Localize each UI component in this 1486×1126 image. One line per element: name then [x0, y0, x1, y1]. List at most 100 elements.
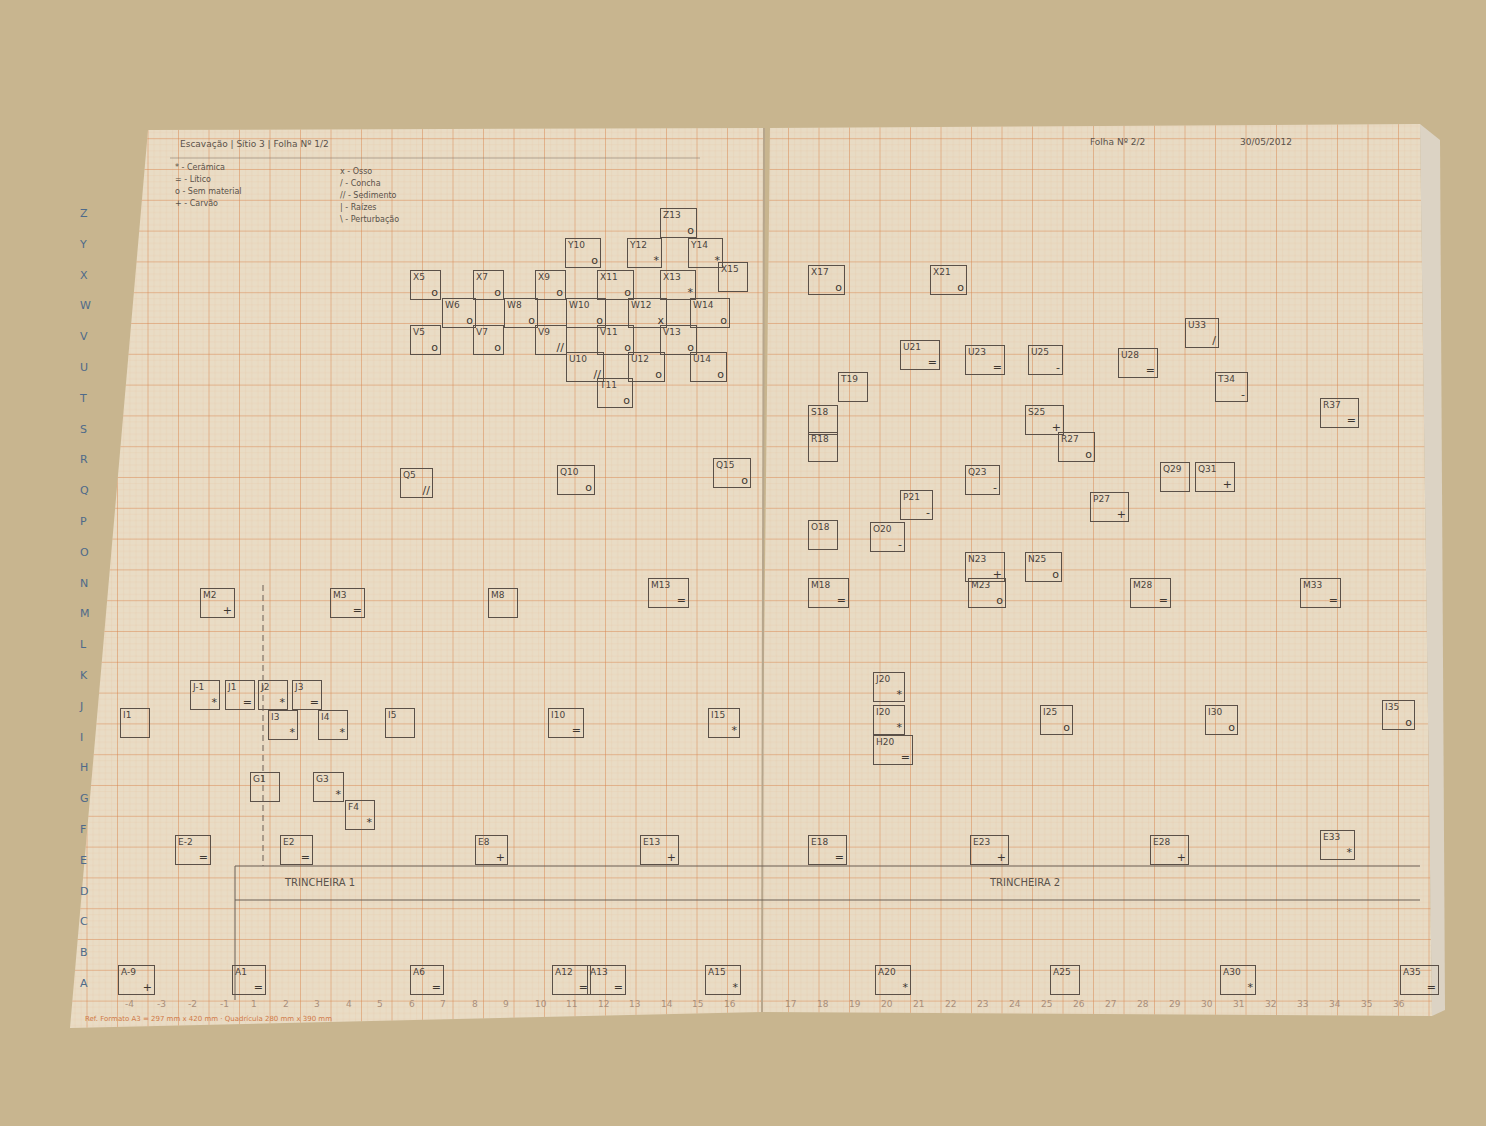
grid-square: W10o — [566, 298, 606, 328]
grid-square: P21- — [900, 490, 933, 520]
square-label: A35 — [1403, 968, 1421, 977]
column-number: 28 — [1137, 1000, 1148, 1010]
find-symbol: - — [926, 507, 930, 518]
grid-square: Q10 o — [557, 465, 595, 495]
find-symbol: o — [1228, 722, 1235, 733]
square-label: X17 — [811, 268, 829, 277]
grid-square: U28= — [1118, 348, 1158, 378]
square-label: N23 — [968, 555, 986, 564]
row-letter: U — [80, 362, 88, 374]
column-number: 1 — [251, 1000, 257, 1010]
row-letter: K — [80, 670, 87, 682]
grid-square: A15* — [705, 965, 741, 995]
header-rule — [170, 158, 700, 159]
square-label: X11 — [600, 273, 618, 282]
square-label: Q29 — [1163, 465, 1182, 474]
grid-square: A13= — [587, 965, 626, 995]
grid-square: V5o — [410, 325, 441, 355]
square-label: N25 — [1028, 555, 1046, 564]
square-label: Y12 — [630, 241, 647, 250]
grid-square: R27o — [1058, 432, 1095, 462]
legend-entry: / - Concha — [340, 180, 381, 189]
find-symbol: = — [677, 595, 686, 606]
grid-square: I5 — [385, 708, 415, 738]
fold — [762, 128, 764, 1012]
grid-square: X7o — [473, 270, 504, 300]
grid-square: W14o — [690, 298, 730, 328]
grid-square: G1 — [250, 772, 280, 802]
grid-square: I10= — [548, 708, 584, 738]
square-label: U33 — [1188, 321, 1206, 330]
column-number: 26 — [1073, 1000, 1084, 1010]
find-symbol: = — [837, 595, 846, 606]
grid-square: I1 — [120, 708, 150, 738]
right-page — [760, 124, 1432, 1016]
find-symbol: = — [1347, 415, 1356, 426]
column-number: 33 — [1297, 1000, 1308, 1010]
sheet-header: Escavação | Sítio 3 | Folha Nº 1/2 — [180, 140, 329, 150]
square-label: J1 — [228, 683, 236, 692]
row-letter: S — [80, 424, 87, 436]
square-label: I25 — [1043, 708, 1057, 717]
square-label: Q10 — [560, 468, 579, 477]
column-number: 27 — [1105, 1000, 1116, 1010]
column-number: 20 — [881, 1000, 892, 1010]
grid-square: W6o — [442, 298, 476, 328]
grid-right — [760, 124, 1432, 1016]
square-label: R18 — [811, 435, 829, 444]
grid-square: A-9+ — [118, 965, 155, 995]
column-number: 35 — [1361, 1000, 1372, 1010]
square-label: Y14 — [691, 241, 708, 250]
square-label: S18 — [811, 408, 828, 417]
grid-square: A12= — [552, 965, 591, 995]
square-label: M33 — [1303, 581, 1322, 590]
square-label: X21 — [933, 268, 951, 277]
find-symbol: - — [1056, 362, 1060, 373]
row-letter: W — [80, 300, 91, 312]
square-label: P27 — [1093, 495, 1110, 504]
square-label: J-1 — [193, 683, 204, 692]
find-symbol: = — [1427, 982, 1436, 993]
find-symbol: = — [901, 752, 910, 763]
square-label: V5 — [413, 328, 425, 337]
find-symbol: o — [1063, 722, 1070, 733]
date: 30/05/2012 — [1240, 138, 1292, 148]
square-label: I35 — [1385, 703, 1399, 712]
grid-square: M18= — [808, 578, 849, 608]
square-label: A30 — [1223, 968, 1241, 977]
column-number: 24 — [1009, 1000, 1020, 1010]
find-symbol: o — [585, 482, 592, 493]
find-symbol: * — [897, 689, 903, 700]
grid-square: Q5// — [400, 468, 433, 498]
square-label: W12 — [631, 301, 651, 310]
legend-entry: | - Raízes — [340, 204, 376, 213]
find-symbol: o — [623, 395, 630, 406]
find-symbol: + — [223, 605, 232, 616]
grid-square: O18 — [808, 520, 838, 550]
column-number: 17 — [785, 1000, 796, 1010]
grid-square: Q15o — [713, 458, 751, 488]
square-label: X13 — [663, 273, 681, 282]
grid-square: A35 = — [1400, 965, 1439, 995]
find-symbol: o — [741, 475, 748, 486]
square-label: X7 — [476, 273, 488, 282]
find-symbol: o — [1085, 449, 1092, 460]
grid-square: X5o — [410, 270, 441, 300]
square-label: I10 — [551, 711, 565, 720]
find-symbol: = — [1159, 595, 1168, 606]
square-label: I4 — [321, 713, 329, 722]
row-letter: L — [80, 639, 86, 651]
find-symbol: = — [614, 982, 623, 993]
grid-square: X13* — [660, 270, 696, 300]
grid-square: E-2= — [175, 835, 211, 865]
row-letter: E — [80, 855, 87, 867]
row-letter: B — [80, 947, 88, 959]
column-number: 10 — [535, 1000, 546, 1010]
find-symbol: * — [1347, 847, 1353, 858]
row-letter: F — [80, 824, 86, 836]
column-number: 3 — [314, 1000, 320, 1010]
row-letter: T — [80, 393, 87, 405]
square-label: Q31 — [1198, 465, 1217, 474]
find-symbol: // — [557, 342, 564, 353]
grid-square: X11o — [597, 270, 634, 300]
